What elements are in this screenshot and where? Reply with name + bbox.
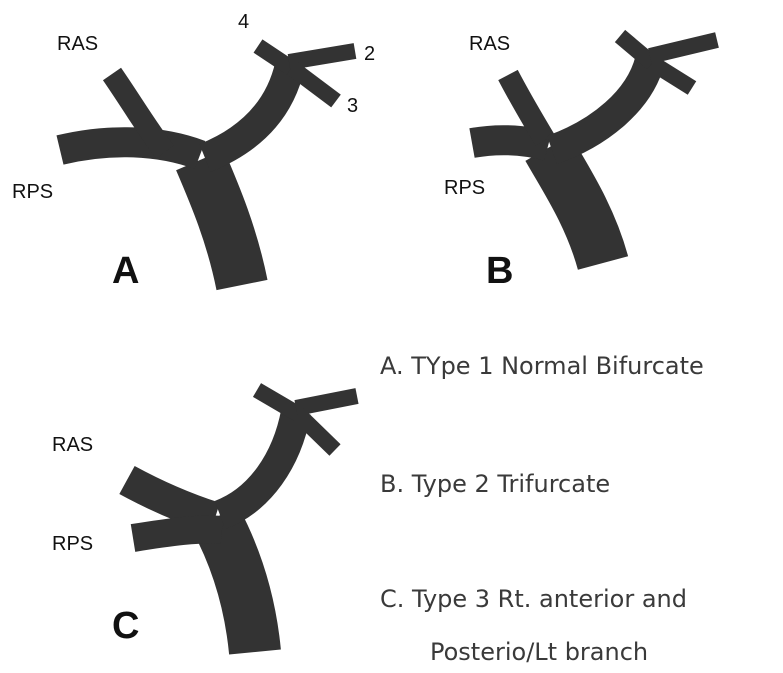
legend-type-3: C. Type 3 Rt. anterior and	[380, 585, 687, 613]
panel-c-letter: C	[112, 605, 139, 647]
panel-a-main-trunk	[200, 160, 242, 285]
panel-b-branch-right	[650, 40, 717, 56]
panel-b-branch-lower	[652, 63, 692, 88]
panel-c-rps-label: RPS	[52, 533, 93, 555]
panel-c-left-branch	[220, 412, 296, 515]
panel-a-ras-label: RAS	[57, 33, 98, 55]
panel-b: RAS RPS B	[444, 33, 717, 292]
panel-a-letter: A	[112, 250, 139, 292]
panel-b-branch-upper	[620, 36, 652, 63]
legend-type-1: A. TYpe 1 Normal Bifurcate	[380, 352, 704, 380]
panel-a-left-branch	[60, 142, 200, 155]
legend-type-2: B. Type 2 Trifurcate	[380, 470, 610, 498]
panel-b-rps-label: RPS	[444, 177, 485, 199]
panel-b-ras-label: RAS	[469, 33, 510, 55]
panel-a-branch-number-2: 2	[364, 43, 375, 65]
panel-a-right-branch	[205, 65, 290, 158]
panel-a-branch-4	[258, 46, 291, 68]
panel-a-branch-2	[289, 51, 355, 62]
panel-c: RAS RPS C	[52, 390, 357, 652]
panel-a-branch-number-4: 4	[238, 11, 249, 33]
panel-c-branch-upper	[257, 390, 298, 414]
panel-c-branch-right	[296, 396, 357, 408]
panel-c-ras-label: RAS	[52, 434, 93, 456]
panel-b-main-trunk	[548, 148, 603, 263]
legend-type-3-continued: Posterio/Lt branch	[430, 638, 648, 666]
panel-a-rps-label: RPS	[12, 181, 53, 203]
panel-b-letter: B	[486, 250, 513, 292]
panel-c-right-anterior-branch	[127, 480, 215, 518]
panel-a: RAS RPS 4 2 3 A	[12, 11, 375, 292]
panel-b-right-branch	[552, 60, 650, 150]
panel-c-right-posterior-branch	[133, 529, 222, 538]
panel-a-branch-number-3: 3	[347, 95, 358, 117]
